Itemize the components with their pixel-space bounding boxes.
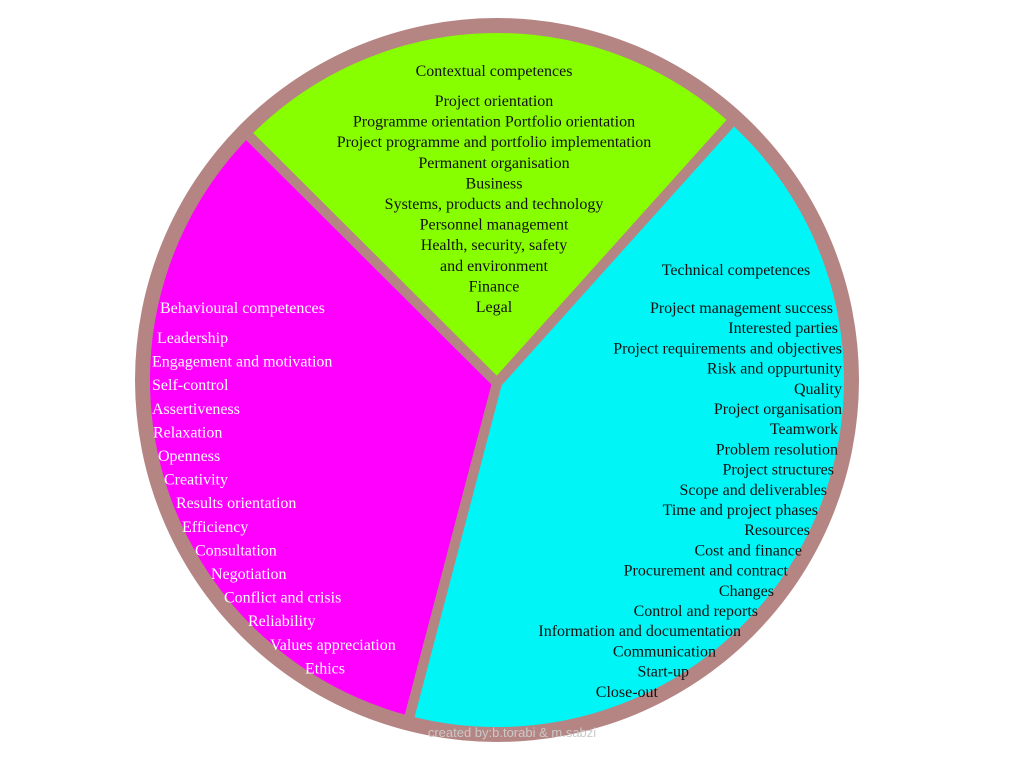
technical-item: Teamwork bbox=[770, 421, 838, 438]
behavioural-item: Results orientation bbox=[176, 495, 296, 512]
technical-item: Project requirements and objectives bbox=[613, 340, 842, 357]
behavioural-item: Negotiation bbox=[211, 566, 287, 583]
technical-item: Interested parties bbox=[728, 320, 838, 337]
behavioural-item: Leadership bbox=[157, 330, 228, 347]
sector-technical bbox=[403, 114, 854, 738]
behavioural-item: Relaxation bbox=[153, 424, 222, 441]
contextual-item: Finance bbox=[469, 278, 520, 295]
contextual-item: Legal bbox=[476, 299, 513, 316]
technical-item: Changes bbox=[719, 583, 774, 600]
contextual-item: Project programme and portfolio implemen… bbox=[337, 134, 652, 151]
contextual-item: Programme orientation Portfolio orientat… bbox=[353, 114, 635, 131]
behavioural-item: Reliability bbox=[248, 613, 316, 630]
contextual-item: Project orientation bbox=[435, 93, 554, 110]
behavioural-item: Conflict and crisis bbox=[224, 590, 341, 607]
behavioural-item: Openness bbox=[158, 448, 220, 465]
technical-item: Risk and oppurtunity bbox=[707, 361, 842, 378]
contextual-item: and environment bbox=[440, 258, 549, 275]
technical-item: Problem resolution bbox=[716, 441, 838, 458]
technical-item: Communication bbox=[613, 643, 716, 660]
behavioural-item: Ethics bbox=[305, 660, 345, 677]
technical-item: Control and reports bbox=[634, 603, 758, 620]
behavioural-item: Values appreciation bbox=[270, 637, 396, 654]
technical-item: Cost and finance bbox=[694, 542, 802, 559]
contextual-item: Health, security, safety bbox=[421, 237, 567, 254]
behavioural-item: Consultation bbox=[195, 542, 277, 559]
technical-item: Scope and deliverables bbox=[680, 482, 828, 499]
credit-text: created by:b.torabi & m.sabzi bbox=[428, 725, 596, 740]
sector-contextual bbox=[241, 23, 739, 388]
behavioural-item: Efficiency bbox=[182, 519, 248, 536]
technical-item: Close-out bbox=[596, 684, 659, 701]
contextual-item: Systems, products and technology bbox=[385, 196, 604, 213]
technical-item: Time and project phases bbox=[663, 502, 818, 519]
behavioural-item: Assertiveness bbox=[152, 401, 240, 418]
technical-item: Procurement and contract bbox=[624, 563, 789, 580]
technical-item: Start-up bbox=[637, 664, 689, 681]
sector-behavioural bbox=[139, 128, 502, 726]
behavioural-item: Engagement and motivation bbox=[152, 354, 332, 371]
technical-item: Project organisation bbox=[714, 401, 842, 418]
contextual-item: Business bbox=[466, 175, 523, 192]
contextual-item: Personnel management bbox=[420, 217, 569, 234]
technical-item: Resources bbox=[744, 522, 810, 539]
technical-title: Technical competences bbox=[662, 262, 811, 279]
technical-item: Quality bbox=[794, 381, 842, 398]
behavioural-item: Self-control bbox=[152, 377, 229, 394]
contextual-title: Contextual competences bbox=[416, 63, 573, 80]
technical-item: Project management success bbox=[650, 300, 833, 317]
technical-item: Information and documentation bbox=[538, 623, 741, 640]
behavioural-title: Behavioural competences bbox=[160, 300, 325, 317]
technical-item: Project structures bbox=[722, 462, 834, 479]
behavioural-item: Creativity bbox=[164, 472, 228, 489]
contextual-item: Permanent organisation bbox=[418, 155, 569, 172]
